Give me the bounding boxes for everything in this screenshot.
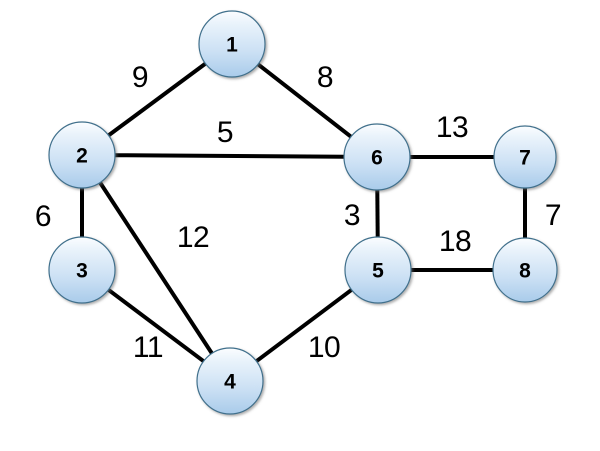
graph-node-circle-5[interactable] xyxy=(344,236,412,304)
graph-edge-3-4 xyxy=(106,287,206,364)
graph-node-circle-8[interactable] xyxy=(492,237,558,303)
graph-node-8[interactable]: 8 xyxy=(492,237,558,303)
graph-node-5[interactable]: 5 xyxy=(344,236,412,304)
graph-node-6[interactable]: 6 xyxy=(343,123,411,191)
graph-edge-1-6 xyxy=(256,62,353,139)
graph-edge-4-5 xyxy=(254,287,354,364)
graph-node-1[interactable]: 1 xyxy=(198,10,266,78)
graph-node-2[interactable]: 2 xyxy=(48,121,116,189)
graph-edge-2-6 xyxy=(113,153,346,159)
edge-weight-2-4: 12 xyxy=(176,221,210,254)
edge-weight-1-6: 8 xyxy=(316,61,334,94)
edge-weight-7-8: 7 xyxy=(544,199,562,232)
edge-weight-3-4: 11 xyxy=(132,331,164,364)
graph-node-4[interactable]: 4 xyxy=(196,347,264,415)
graph-node-circle-2[interactable] xyxy=(48,121,116,189)
edge-weight-2-6: 5 xyxy=(216,116,234,149)
edge-weight-5-8: 18 xyxy=(438,225,472,258)
graph-node-circle-4[interactable] xyxy=(196,347,264,415)
edge-weight-6-7: 13 xyxy=(435,111,469,144)
graph-node-circle-7[interactable] xyxy=(493,125,557,189)
edge-weight-1-2: 9 xyxy=(131,61,149,94)
graph-edge-1-2 xyxy=(106,61,208,138)
edge-weight-4-5: 10 xyxy=(307,331,341,364)
graph-node-circle-6[interactable] xyxy=(343,123,411,191)
graph-node-circle-1[interactable] xyxy=(198,10,266,78)
graph-node-circle-3[interactable] xyxy=(48,236,116,304)
edges-layer xyxy=(80,61,527,364)
graph-node-7[interactable]: 7 xyxy=(493,125,557,189)
graph-edge-2-4 xyxy=(97,180,215,356)
edge-weight-5-6: 3 xyxy=(343,199,361,232)
graph-node-3[interactable]: 3 xyxy=(48,236,116,304)
edge-weight-2-3: 6 xyxy=(34,200,52,233)
